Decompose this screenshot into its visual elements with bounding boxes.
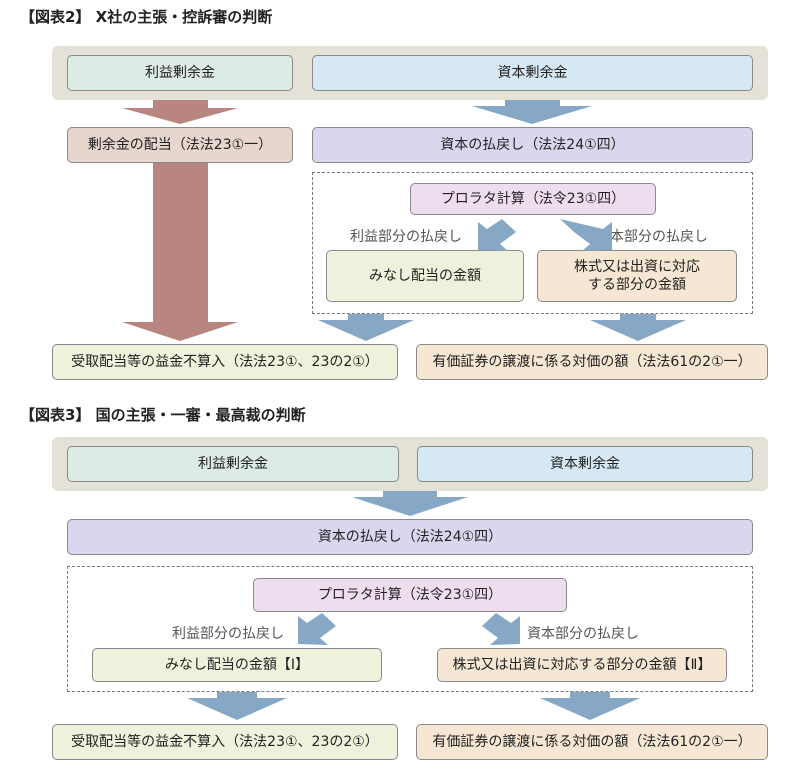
fig2-kabushiki-box: 株式又は出資に対応 する部分の金額 (537, 250, 737, 302)
fig3-minashi-box: みなし配当の金額【Ⅰ】 (92, 648, 382, 682)
fig2-haito-box: 剰余金の配当（法法23①一） (67, 127, 293, 163)
fig3-arrow-prorata-to-kabushiki (482, 613, 520, 645)
fig2-prorata-box: プロラタ計算（法令23①四） (410, 183, 656, 215)
fig2-arrow-minashi-to-ukeharai (318, 314, 414, 341)
fig3-label-shihon: 資本部分の払戻し (527, 626, 639, 642)
fig2-arrow-prorata-to-kabushiki (560, 219, 612, 251)
fig3-prorata-box: プロラタ計算（法令23①四） (253, 578, 567, 612)
fig2-minashi-box: みなし配当の金額 (326, 250, 524, 302)
fig2-heading: 【図表2】 X社の主張・控訴審の判断 (20, 8, 273, 26)
fig2-ukeharai-box: 受取配当等の益金不算入（法法23①、23の2①） (52, 344, 398, 380)
fig2-arrow-rieki-to-haito (122, 100, 238, 124)
fig3-kabushiki-box: 株式又は出資に対応する部分の金額【Ⅱ】 (437, 648, 727, 682)
fig2-arrow-haito-to-ukeharai (122, 163, 238, 341)
fig3-yuka-box: 有価証券の譲渡に係る対価の額（法法61の2①一） (416, 724, 768, 760)
fig2-kabushiki-line2: する部分の金額 (588, 277, 686, 293)
fig2-haraimodoshi-box: 資本の払戻し（法法24①四） (312, 127, 753, 163)
fig2-rieki-box: 利益剰余金 (67, 55, 293, 91)
fig3-shihon-box: 資本剰余金 (417, 446, 753, 482)
fig3-arrow-minashi-to-ukeharai (187, 692, 287, 720)
fig2-arrow-prorata-to-minashi (478, 219, 516, 251)
fig2-kabushiki-line1: 株式又は出資に対応 (574, 259, 700, 275)
fig3-rieki-box: 利益剰余金 (67, 446, 399, 482)
fig2-arrow-kabushiki-to-yuka (590, 314, 686, 341)
fig2-yuka-box: 有価証券の譲渡に係る対価の額（法法61の2①一） (416, 344, 768, 380)
fig3-haraimodoshi-box: 資本の払戻し（法法24①四） (67, 519, 753, 555)
fig3-ukeharai-box: 受取配当等の益金不算入（法法23①、23の2①） (52, 724, 398, 760)
fig2-label-rieki: 利益部分の払戻し (350, 229, 462, 245)
fig3-prorata-region (67, 566, 753, 692)
fig3-label-rieki: 利益部分の払戻し (172, 626, 284, 642)
fig2-arrow-shihon-to-haraimodoshi (472, 100, 592, 124)
fig3-heading: 【図表3】 国の主張・一審・最高裁の判断 (20, 406, 306, 424)
fig3-arrow-to-haraimodoshi (352, 491, 468, 516)
fig2-label-shihon: 資本部分の払戻し (596, 229, 708, 245)
fig2-shihon-box: 資本剰余金 (312, 55, 753, 91)
fig2-prorata-region (312, 172, 753, 314)
fig3-arrow-kabushiki-to-yuka (540, 692, 640, 720)
fig3-arrow-prorata-to-minashi (298, 613, 336, 645)
